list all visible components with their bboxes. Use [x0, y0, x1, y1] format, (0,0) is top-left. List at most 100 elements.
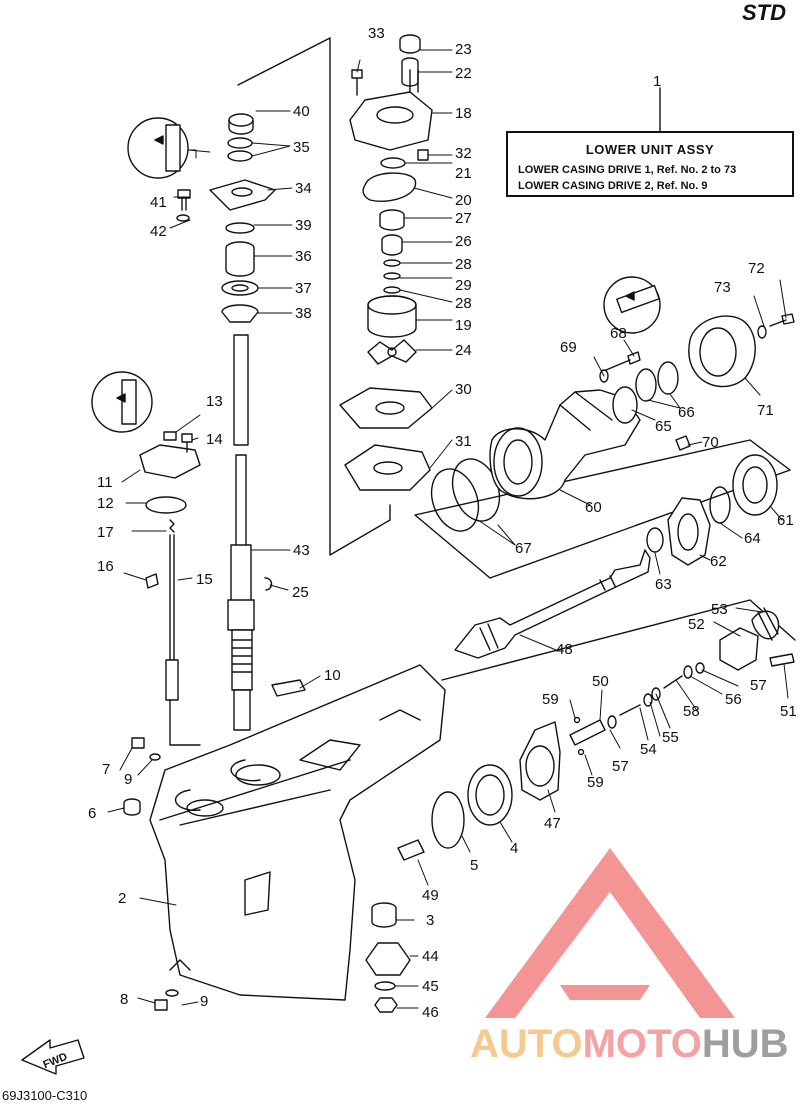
- callout: 43: [293, 542, 310, 559]
- part-70: [675, 435, 691, 451]
- part-39: [225, 222, 255, 234]
- callout: 61: [777, 512, 794, 529]
- callout: 18: [455, 105, 472, 122]
- part-56: [683, 665, 693, 679]
- part-17: [169, 519, 175, 533]
- part-33: [351, 69, 363, 96]
- part-7: [131, 737, 145, 749]
- part-48: [454, 549, 651, 659]
- part-27: [379, 209, 405, 231]
- part-41: [177, 189, 191, 211]
- callout: 47: [544, 815, 561, 832]
- callout: 41: [150, 194, 167, 211]
- callout: 12: [97, 495, 114, 512]
- callout: 17: [97, 524, 114, 541]
- callout: 40: [293, 103, 310, 120]
- part-25: [264, 577, 273, 591]
- guide-line-forward-frame: [441, 599, 796, 681]
- part-15: [165, 534, 179, 701]
- callout: 55: [662, 729, 679, 746]
- part-65: [612, 386, 638, 424]
- part-37: [221, 280, 259, 296]
- callout: 6: [88, 805, 96, 822]
- callout: 8: [120, 991, 128, 1008]
- callout: 49: [422, 887, 439, 904]
- part-4: [467, 764, 513, 826]
- part-29: [383, 272, 401, 280]
- assembly-line-1: LOWER CASING DRIVE 1, Ref. No. 2 to 73: [518, 164, 737, 176]
- guide-line-prop-frame: [414, 439, 791, 579]
- callout: 52: [688, 616, 705, 633]
- callout: 69: [560, 339, 577, 356]
- callout: 45: [422, 978, 439, 995]
- part-42: [176, 214, 190, 222]
- part-61: [732, 454, 778, 516]
- part-44: [365, 942, 411, 976]
- callout: 1: [653, 73, 661, 90]
- part-66b: [657, 361, 679, 395]
- part-52: [719, 627, 759, 671]
- callout: 23: [455, 41, 472, 58]
- part-13: [163, 431, 177, 441]
- callout: 44: [422, 948, 439, 965]
- callout: 59: [587, 774, 604, 791]
- part-3: [371, 902, 397, 928]
- callout: 68: [610, 325, 627, 342]
- callout: 13: [206, 393, 223, 410]
- part-49: [397, 839, 425, 861]
- callout: 56: [725, 691, 742, 708]
- callout: 20: [455, 192, 472, 209]
- part-24: [367, 339, 417, 365]
- part-30: [339, 387, 433, 429]
- callout: 53: [711, 601, 728, 618]
- assembly-info-box: LOWER UNIT ASSY LOWER CASING DRIVE 1, Re…: [506, 131, 794, 197]
- part-50: [569, 719, 606, 746]
- part-57a: [695, 662, 705, 674]
- assembly-title: LOWER UNIT ASSY: [585, 142, 715, 157]
- part-66a: [635, 368, 657, 402]
- part-67a: [430, 468, 480, 532]
- part-21: [380, 157, 406, 169]
- part-55: [643, 693, 653, 707]
- callout: 72: [748, 260, 765, 277]
- part-28b: [383, 286, 401, 294]
- callout: 65: [655, 418, 672, 435]
- drawing-code: 69J3100-C310: [2, 1088, 88, 1103]
- callout: 9: [124, 771, 132, 788]
- callout: 24: [455, 342, 472, 359]
- watermark-text-moto: MOTO: [582, 1022, 702, 1066]
- part-54: [619, 704, 641, 716]
- watermark-logo: AUTOMOTOHUB: [470, 1022, 789, 1067]
- callout: 9: [200, 993, 208, 1010]
- callout: 3: [426, 912, 434, 929]
- callout: 27: [455, 210, 472, 227]
- callout: 5: [470, 857, 478, 874]
- callout: 32: [455, 145, 472, 162]
- part-12: [145, 496, 187, 514]
- part-23: [399, 34, 421, 54]
- callout: 50: [592, 673, 609, 690]
- part-32: [417, 149, 429, 161]
- watermark-text-auto: AUTO: [470, 1022, 583, 1066]
- part-64: [709, 486, 731, 524]
- callout: 38: [295, 305, 312, 322]
- part-31: [344, 444, 431, 491]
- callout: 7: [102, 761, 110, 778]
- callout: 36: [295, 248, 312, 265]
- leader-lines: [107, 49, 789, 1009]
- part-16: [145, 573, 159, 589]
- part-68: [605, 351, 641, 371]
- callout: 37: [295, 280, 312, 297]
- part-36: [225, 241, 255, 277]
- assembly-line-2: LOWER CASING DRIVE 2, Ref. No. 9: [518, 180, 708, 192]
- callout: 64: [744, 530, 761, 547]
- callout: 34: [295, 180, 312, 197]
- part-59b: [577, 748, 585, 756]
- part-63: [646, 527, 664, 553]
- callout: 22: [455, 65, 472, 82]
- callout: 15: [196, 571, 213, 588]
- fwd-arrow-icon: [21, 1039, 85, 1075]
- callout: 60: [585, 499, 602, 516]
- part-72: [769, 313, 795, 327]
